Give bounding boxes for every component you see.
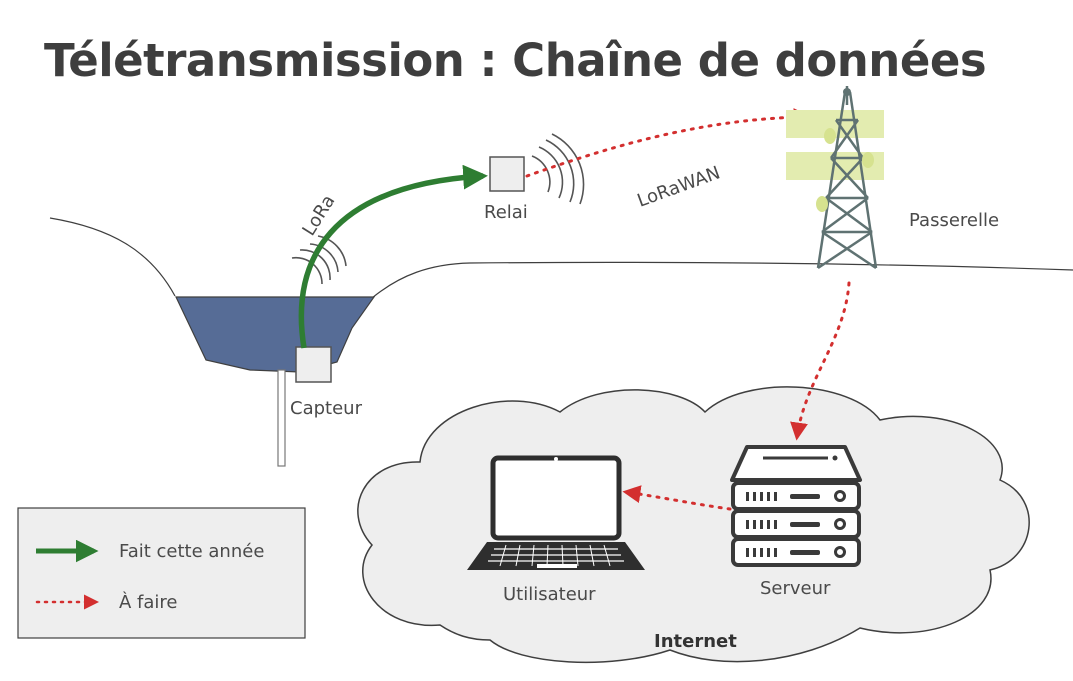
sensor-box (295, 346, 332, 383)
legend: Fait cette année À faire (17, 507, 306, 639)
relay-box (489, 156, 525, 192)
relay-label: Relai (484, 202, 528, 223)
sensor-pole (277, 369, 286, 467)
page-title: Télétransmission : Chaîne de données (44, 34, 987, 87)
legend-todo-label: À faire (119, 591, 177, 613)
terrain-line-left (49, 217, 176, 297)
internet-label: Internet (654, 631, 737, 652)
relay-radio-waves (531, 133, 585, 205)
legend-done-label: Fait cette année (119, 541, 264, 562)
lorawan-label: LoRaWAN (635, 162, 723, 211)
internet-cloud (357, 386, 1030, 664)
gateway-label: Passerelle (909, 210, 999, 231)
server-icon (730, 445, 862, 567)
gateway-tower-icon (786, 86, 884, 270)
gateway-server-arrow (790, 281, 851, 441)
server-user-arrow (622, 485, 732, 511)
sensor-label: Capteur (290, 398, 363, 419)
laptop-icon (467, 455, 645, 570)
water-basin (175, 296, 376, 373)
user-label: Utilisateur (503, 584, 596, 605)
server-label: Serveur (760, 578, 831, 599)
sensor-radio-waves (291, 235, 347, 285)
terrain-line-right (371, 261, 1073, 299)
lora-link-arrow (298, 164, 488, 349)
